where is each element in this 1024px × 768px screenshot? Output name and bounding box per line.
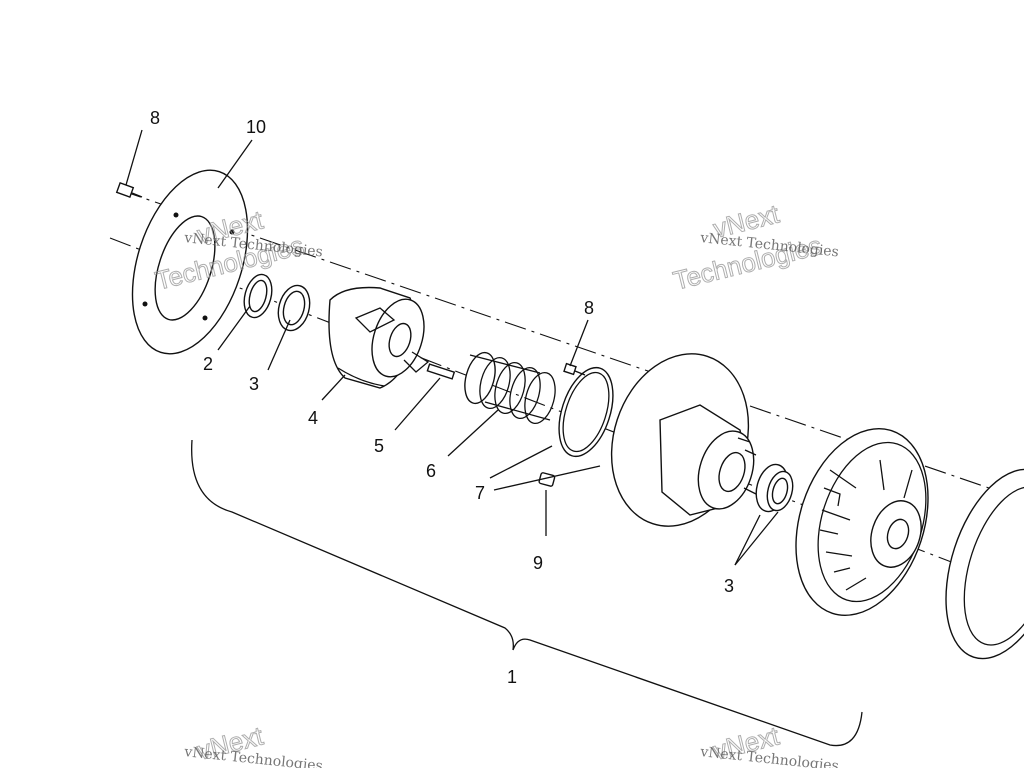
watermark-top-right: vNext Technologies vNext Technologies [670, 198, 840, 296]
leader-lines [125, 129, 779, 566]
callout-6-spring: 6 [426, 461, 436, 481]
callout-2-snap-ring: 2 [203, 354, 213, 374]
callout-3-washer-right: 3 [724, 576, 734, 596]
part-10-cover-plate [131, 169, 249, 355]
sheave-movable [795, 428, 929, 616]
callout-4-cam: 4 [308, 408, 318, 428]
callout-9-screw: 9 [533, 553, 543, 573]
watermark-bottom-right: vNext vNext Technologies [699, 720, 840, 768]
callout-7-ring: 7 [475, 483, 485, 503]
part-9-screw [538, 472, 556, 487]
sheave-stationary [610, 353, 757, 527]
part-7-ring [558, 366, 614, 458]
callout-5-pin: 5 [374, 436, 384, 456]
part-6-spring [464, 351, 556, 425]
callout-8-bolt: 8 [150, 108, 160, 128]
callout-3-washer: 3 [249, 374, 259, 394]
callout-1-assembly: 1 [507, 667, 517, 687]
part-3-washer-right [755, 463, 794, 513]
part-2-snap-ring [243, 273, 273, 319]
part-4-cam [328, 286, 430, 389]
part-3-washer-left [277, 284, 311, 332]
callout-8-bolt-right: 8 [584, 298, 594, 318]
part-right-cover-plate [945, 468, 1024, 660]
callout-10-cover: 10 [246, 117, 266, 137]
part-8-bolt-right [563, 362, 586, 376]
part-8-bolt-left [115, 182, 143, 198]
assembly-bracket [191, 439, 863, 747]
watermark-bottom-left: vNext vNext Technologies [183, 720, 324, 768]
part-5-pin [426, 363, 456, 380]
